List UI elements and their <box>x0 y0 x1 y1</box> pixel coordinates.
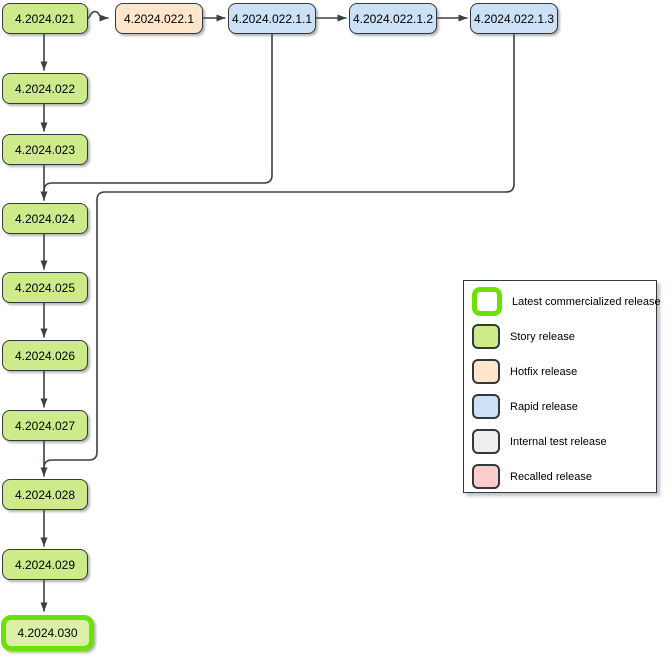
legend-row-hotfix: Hotfix release <box>472 354 656 389</box>
legend-label: Latest commercialized release <box>512 295 661 308</box>
node-4-2024-022-1-1: 4.2024.022.1.1 <box>228 3 316 34</box>
node-4-2024-028: 4.2024.028 <box>2 479 88 510</box>
node-4-2024-024: 4.2024.024 <box>2 203 88 234</box>
node-4-2024-026: 4.2024.026 <box>2 340 88 371</box>
legend-label: Rapid release <box>510 400 578 413</box>
node-4-2024-021: 4.2024.021 <box>2 3 88 34</box>
node-4-2024-022: 4.2024.022 <box>2 73 88 104</box>
legend-label: Story release <box>510 330 575 343</box>
node-4-2024-023: 4.2024.023 <box>2 134 88 165</box>
legend-swatch-story <box>472 324 500 349</box>
legend-swatch-rapid <box>472 394 500 419</box>
legend-label: Hotfix release <box>510 365 578 378</box>
legend-label: Recalled release <box>510 470 592 483</box>
legend-row-latest: Latest commercialized release <box>472 284 661 319</box>
legend-swatch-internal-test <box>472 429 500 454</box>
legend-row-story: Story release <box>472 319 656 354</box>
node-4-2024-022-1: 4.2024.022.1 <box>115 3 203 34</box>
legend-row-internal-test: Internal test release <box>472 424 656 459</box>
legend-row-rapid: Rapid release <box>472 389 656 424</box>
node-4-2024-022-1-3: 4.2024.022.1.3 <box>470 3 558 34</box>
legend-swatch-latest-commercialized <box>472 287 502 316</box>
node-4-2024-029: 4.2024.029 <box>2 549 88 580</box>
node-4-2024-022-1-2: 4.2024.022.1.2 <box>349 3 437 34</box>
edge-02213-merge-028 <box>43 33 515 469</box>
edge-021-0221 <box>87 10 109 22</box>
edge-02211-merge-024 <box>43 33 273 192</box>
node-4-2024-030: 4.2024.030 <box>1 615 94 651</box>
node-4-2024-025: 4.2024.025 <box>2 272 88 303</box>
legend-swatch-recalled <box>472 464 500 489</box>
legend: Latest commercialized release Story rele… <box>463 280 661 494</box>
legend-row-recalled: Recalled release <box>472 459 656 494</box>
legend-label: Internal test release <box>510 435 607 448</box>
legend-swatch-hotfix <box>472 359 500 384</box>
node-4-2024-027: 4.2024.027 <box>2 410 88 441</box>
